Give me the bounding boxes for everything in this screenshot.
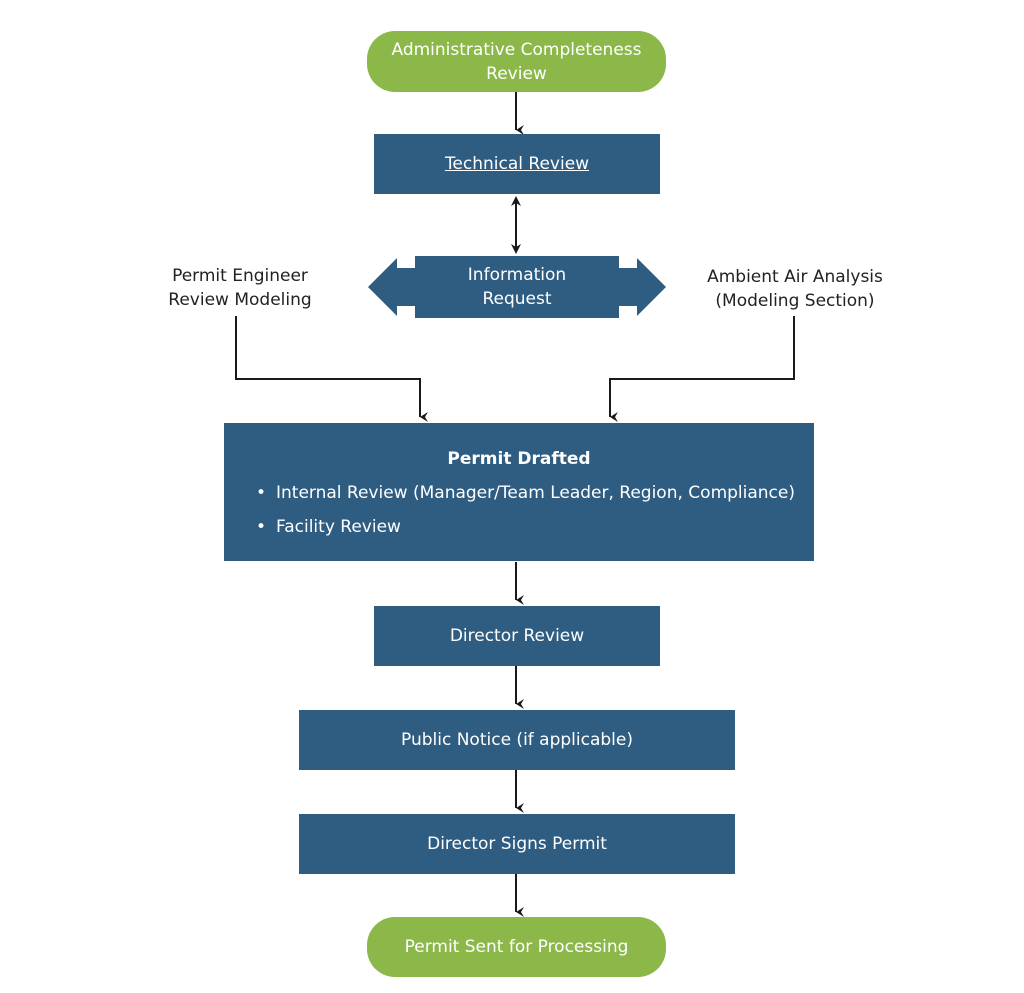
public-notice-label: Public Notice (if applicable)	[401, 730, 633, 750]
bullet-text-facility-review: Facility Review	[276, 517, 401, 537]
permit-drafted-title: Permit Drafted	[447, 449, 591, 469]
director-review-label: Director Review	[449, 626, 585, 646]
arrowhead-up-technical	[511, 196, 521, 206]
director-signs-permit-label: Director Signs Permit	[427, 834, 607, 854]
admin-completeness-review-label: Administrative Completeness Review	[391, 39, 642, 84]
arrowhead-down-info	[511, 244, 521, 254]
permit-engineer-label: Permit Engineer Review Modeling	[168, 266, 312, 310]
director-signs-permit-node: Director Signs Permit	[299, 814, 735, 874]
list-item: • Internal Review (Manager/Team Leader, R…	[256, 481, 795, 505]
info-request-arrow-shape	[368, 256, 666, 318]
bullet-icon: •	[256, 517, 267, 537]
technical-review-link[interactable]: Technical Review	[444, 154, 590, 174]
bullet-text-internal-review: Internal Review (Manager/Team Leader, Re…	[276, 483, 795, 503]
permit-sent-node: Permit Sent for Processing	[367, 917, 666, 977]
public-notice-node: Public Notice (if applicable)	[299, 710, 735, 770]
permit-drafted-node: Permit Drafted • Internal Review (Manager…	[224, 423, 814, 561]
arrow-engineer-to-drafted	[235, 316, 428, 422]
permit-drafted-bullet-list: • Internal Review (Manager/Team Leader, R…	[256, 481, 795, 549]
ambient-air-analysis-label: Ambient Air Analysis (Modeling Section)	[707, 267, 883, 311]
bullet-icon: •	[256, 483, 267, 503]
technical-review-node: Technical Review	[374, 134, 660, 194]
director-review-node: Director Review	[374, 606, 660, 666]
information-request-label: Information Request	[467, 265, 567, 309]
admin-completeness-review-node: Administrative Completeness Review	[367, 31, 666, 92]
permit-sent-label: Permit Sent for Processing	[404, 937, 629, 957]
arrow-ambient-to-drafted	[609, 316, 795, 422]
list-item: • Facility Review	[256, 515, 795, 539]
